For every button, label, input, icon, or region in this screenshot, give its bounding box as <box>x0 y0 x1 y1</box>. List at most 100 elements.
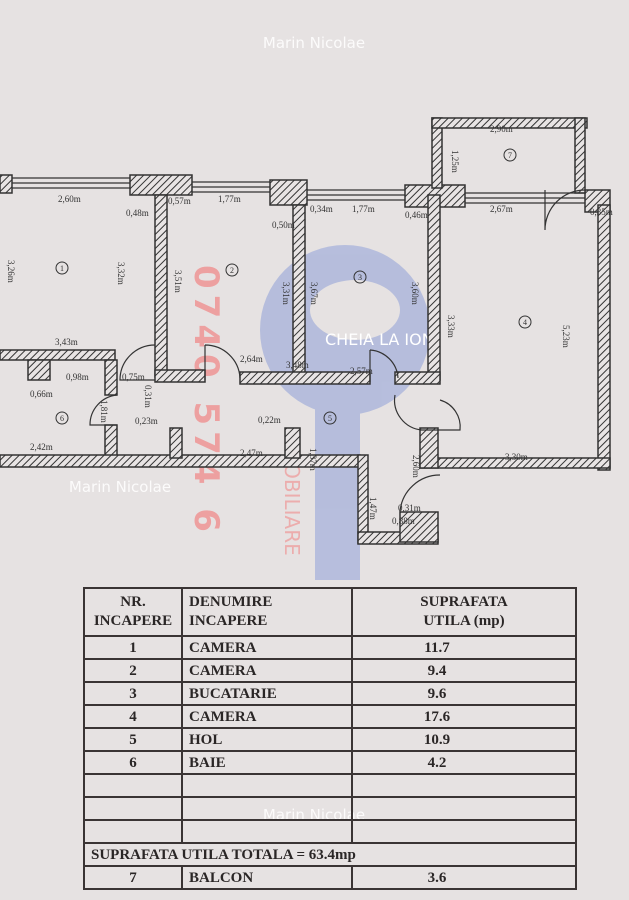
dimension-label: 0,31m <box>143 385 153 408</box>
dimension-label: 1,81m <box>99 400 109 423</box>
dimension-label: 3,51m <box>173 270 183 293</box>
header-nr-line-1: NR. <box>120 594 146 610</box>
room-number-6: 6 <box>55 411 69 425</box>
dimension-label: 0,88m <box>392 516 415 526</box>
wall-segment <box>427 194 441 381</box>
header-nr-line-2: INCAPERE <box>93 613 173 629</box>
cell-area: 10.9 <box>351 727 577 752</box>
wall-segment <box>284 427 301 459</box>
cell-area: 4.2 <box>351 750 577 775</box>
cell-area: 9.4 <box>351 658 577 683</box>
cell-name: CAMERA <box>181 704 353 729</box>
cell-area: 17.6 <box>351 704 577 729</box>
wall-segment <box>0 174 13 194</box>
door-swing <box>393 394 461 431</box>
wall-segment <box>597 204 611 471</box>
total-row: SUPRAFATA UTILA TOTALA = 63.4mp <box>83 842 577 867</box>
dimension-label: 3,60m <box>410 282 420 305</box>
dimension-label: 3,67m <box>309 282 319 305</box>
total-area: SUPRAFATA UTILA TOTALA = 63.4mp <box>83 842 577 867</box>
cell-nr: 7 <box>83 865 183 890</box>
wall-segment <box>154 369 206 383</box>
svg-text:6: 6 <box>60 414 64 423</box>
cell-nr: 5 <box>83 727 183 752</box>
table-row <box>83 819 577 844</box>
dimension-label: 2,57m <box>350 366 373 376</box>
wall-segment <box>292 204 306 376</box>
dimension-label: 1,37m <box>308 448 318 471</box>
cell-name <box>181 773 353 798</box>
door-swings <box>89 189 586 513</box>
wall-segment <box>0 349 116 361</box>
dimension-label: 3,32m <box>116 262 126 285</box>
wall-segment <box>129 174 193 196</box>
cell-nr <box>83 796 183 821</box>
dimension-label: 3,30m <box>505 452 528 462</box>
cell-nr <box>83 773 183 798</box>
wall-segment <box>431 117 588 129</box>
dimension-label: 2,64m <box>240 354 263 364</box>
wall-segment <box>574 117 586 194</box>
dimension-label: 3,33m <box>446 315 456 338</box>
cell-nr: 4 <box>83 704 183 729</box>
table-row <box>83 796 577 821</box>
svg-text:5: 5 <box>328 414 332 423</box>
door-swing <box>89 394 118 426</box>
watermark-top: Marin Nicolae <box>262 34 366 52</box>
room-number-1: 1 <box>55 261 69 275</box>
wall-segment <box>104 359 118 396</box>
cell-area: 3.6 <box>351 865 577 890</box>
logo-text: CHEIA LA ION <box>325 330 434 349</box>
door-swing <box>369 349 399 382</box>
header-area-line-1: SUPRAFATA <box>420 594 508 610</box>
cell-name: BUCATARIE <box>181 681 353 706</box>
svg-text:4: 4 <box>523 318 527 327</box>
room-number-4: 4 <box>518 315 532 329</box>
windows <box>12 177 585 204</box>
dimension-label: 0,98m <box>66 372 89 382</box>
dimension-label: 3,26m <box>6 260 16 283</box>
cell-name: HOL <box>181 727 353 752</box>
svg-text:2: 2 <box>230 266 234 275</box>
wall-segment <box>419 427 439 469</box>
dimension-label: 0,66m <box>30 389 53 399</box>
cell-name <box>181 819 353 844</box>
door-swing <box>119 344 156 381</box>
cell-area <box>351 773 577 798</box>
cell-name: CAMERA <box>181 658 353 683</box>
cell-nr <box>83 819 183 844</box>
dimension-label: 2,42m <box>30 442 53 452</box>
dimension-label: 0,35m <box>590 207 613 217</box>
wall-segment <box>154 194 168 378</box>
dimension-label: 0,46m <box>405 210 428 220</box>
cell-area: 11.7 <box>351 635 577 660</box>
dimension-label: 2,90m <box>490 124 513 134</box>
room-number-3: 3 <box>353 270 367 284</box>
wall-segment <box>399 511 439 543</box>
cell-name: BALCON <box>181 865 353 890</box>
cell-area <box>351 796 577 821</box>
dimension-label: 0,48m <box>126 208 149 218</box>
table-row <box>83 773 577 798</box>
wall-segment <box>27 359 51 381</box>
dimension-label: 1,77m <box>218 194 241 204</box>
watermark-middle: Marin Nicolae <box>68 478 172 496</box>
wall-segment <box>394 371 441 385</box>
dimension-label: 3,31m <box>281 282 291 305</box>
wall-segment <box>169 427 183 459</box>
dimension-label: 0,23m <box>135 416 158 426</box>
cell-area: 9.6 <box>351 681 577 706</box>
room-number-5: 5 <box>323 411 337 425</box>
svg-text:7: 7 <box>508 151 512 160</box>
cell-name: CAMERA <box>181 635 353 660</box>
header-name-line-1: DENUMIRE <box>189 594 273 610</box>
header-area-line-2: UTILA (mp) <box>423 613 505 629</box>
phone-watermark: 0740 574 6 <box>186 265 226 538</box>
